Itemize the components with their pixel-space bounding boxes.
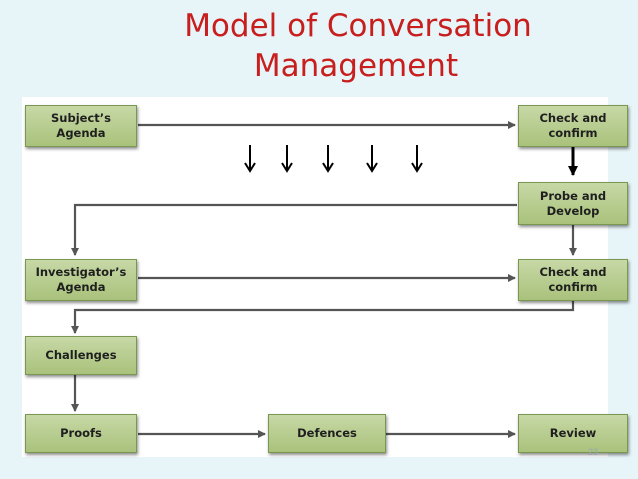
down-arrow-icon (366, 145, 378, 173)
down-arrow-icon (411, 145, 423, 173)
slide-title: Model of Conversation Management (0, 6, 638, 86)
box-investigators-agenda: Investigator’s Agenda (25, 259, 137, 301)
box-check-and-confirm-mid: Check and confirm (518, 259, 628, 301)
downward-arrows-group (244, 145, 423, 173)
slide-page-number: 23 (587, 447, 598, 457)
box-check-and-confirm-top: Check and confirm (518, 105, 628, 147)
arrow-check-mid-to-challenges (71, 301, 575, 334)
box-label: Probe and Develop (539, 188, 607, 218)
box-defences: Defences (268, 414, 386, 453)
down-arrow-icon (322, 145, 334, 173)
box-label: Defences (297, 426, 357, 440)
box-probe-and-develop: Probe and Develop (518, 182, 628, 225)
slide-title-line-1: Model of Conversation (184, 8, 532, 44)
box-label: Proofs (60, 426, 102, 440)
box-label: Investigator’s Agenda (35, 265, 127, 294)
box-label: Challenges (45, 348, 117, 362)
box-subjects-agenda: Subject’s Agenda (25, 105, 137, 147)
arrow-probe-to-investigator (71, 203, 517, 256)
box-proofs: Proofs (25, 414, 137, 453)
down-arrow-icon (281, 145, 293, 173)
box-challenges: Challenges (25, 336, 137, 375)
box-label: Check and confirm (539, 111, 607, 140)
box-label: Check and confirm (539, 265, 607, 294)
slide-title-line-2: Management (253, 48, 459, 84)
down-arrow-icon (244, 145, 256, 173)
box-label: Review (549, 426, 597, 440)
box-review: Review (518, 414, 628, 453)
box-label: Subject’s Agenda (51, 111, 111, 140)
connector-lines (71, 121, 578, 438)
conversation-management-diagram: Subject’s Agenda Check and confirm Probe… (22, 97, 628, 457)
